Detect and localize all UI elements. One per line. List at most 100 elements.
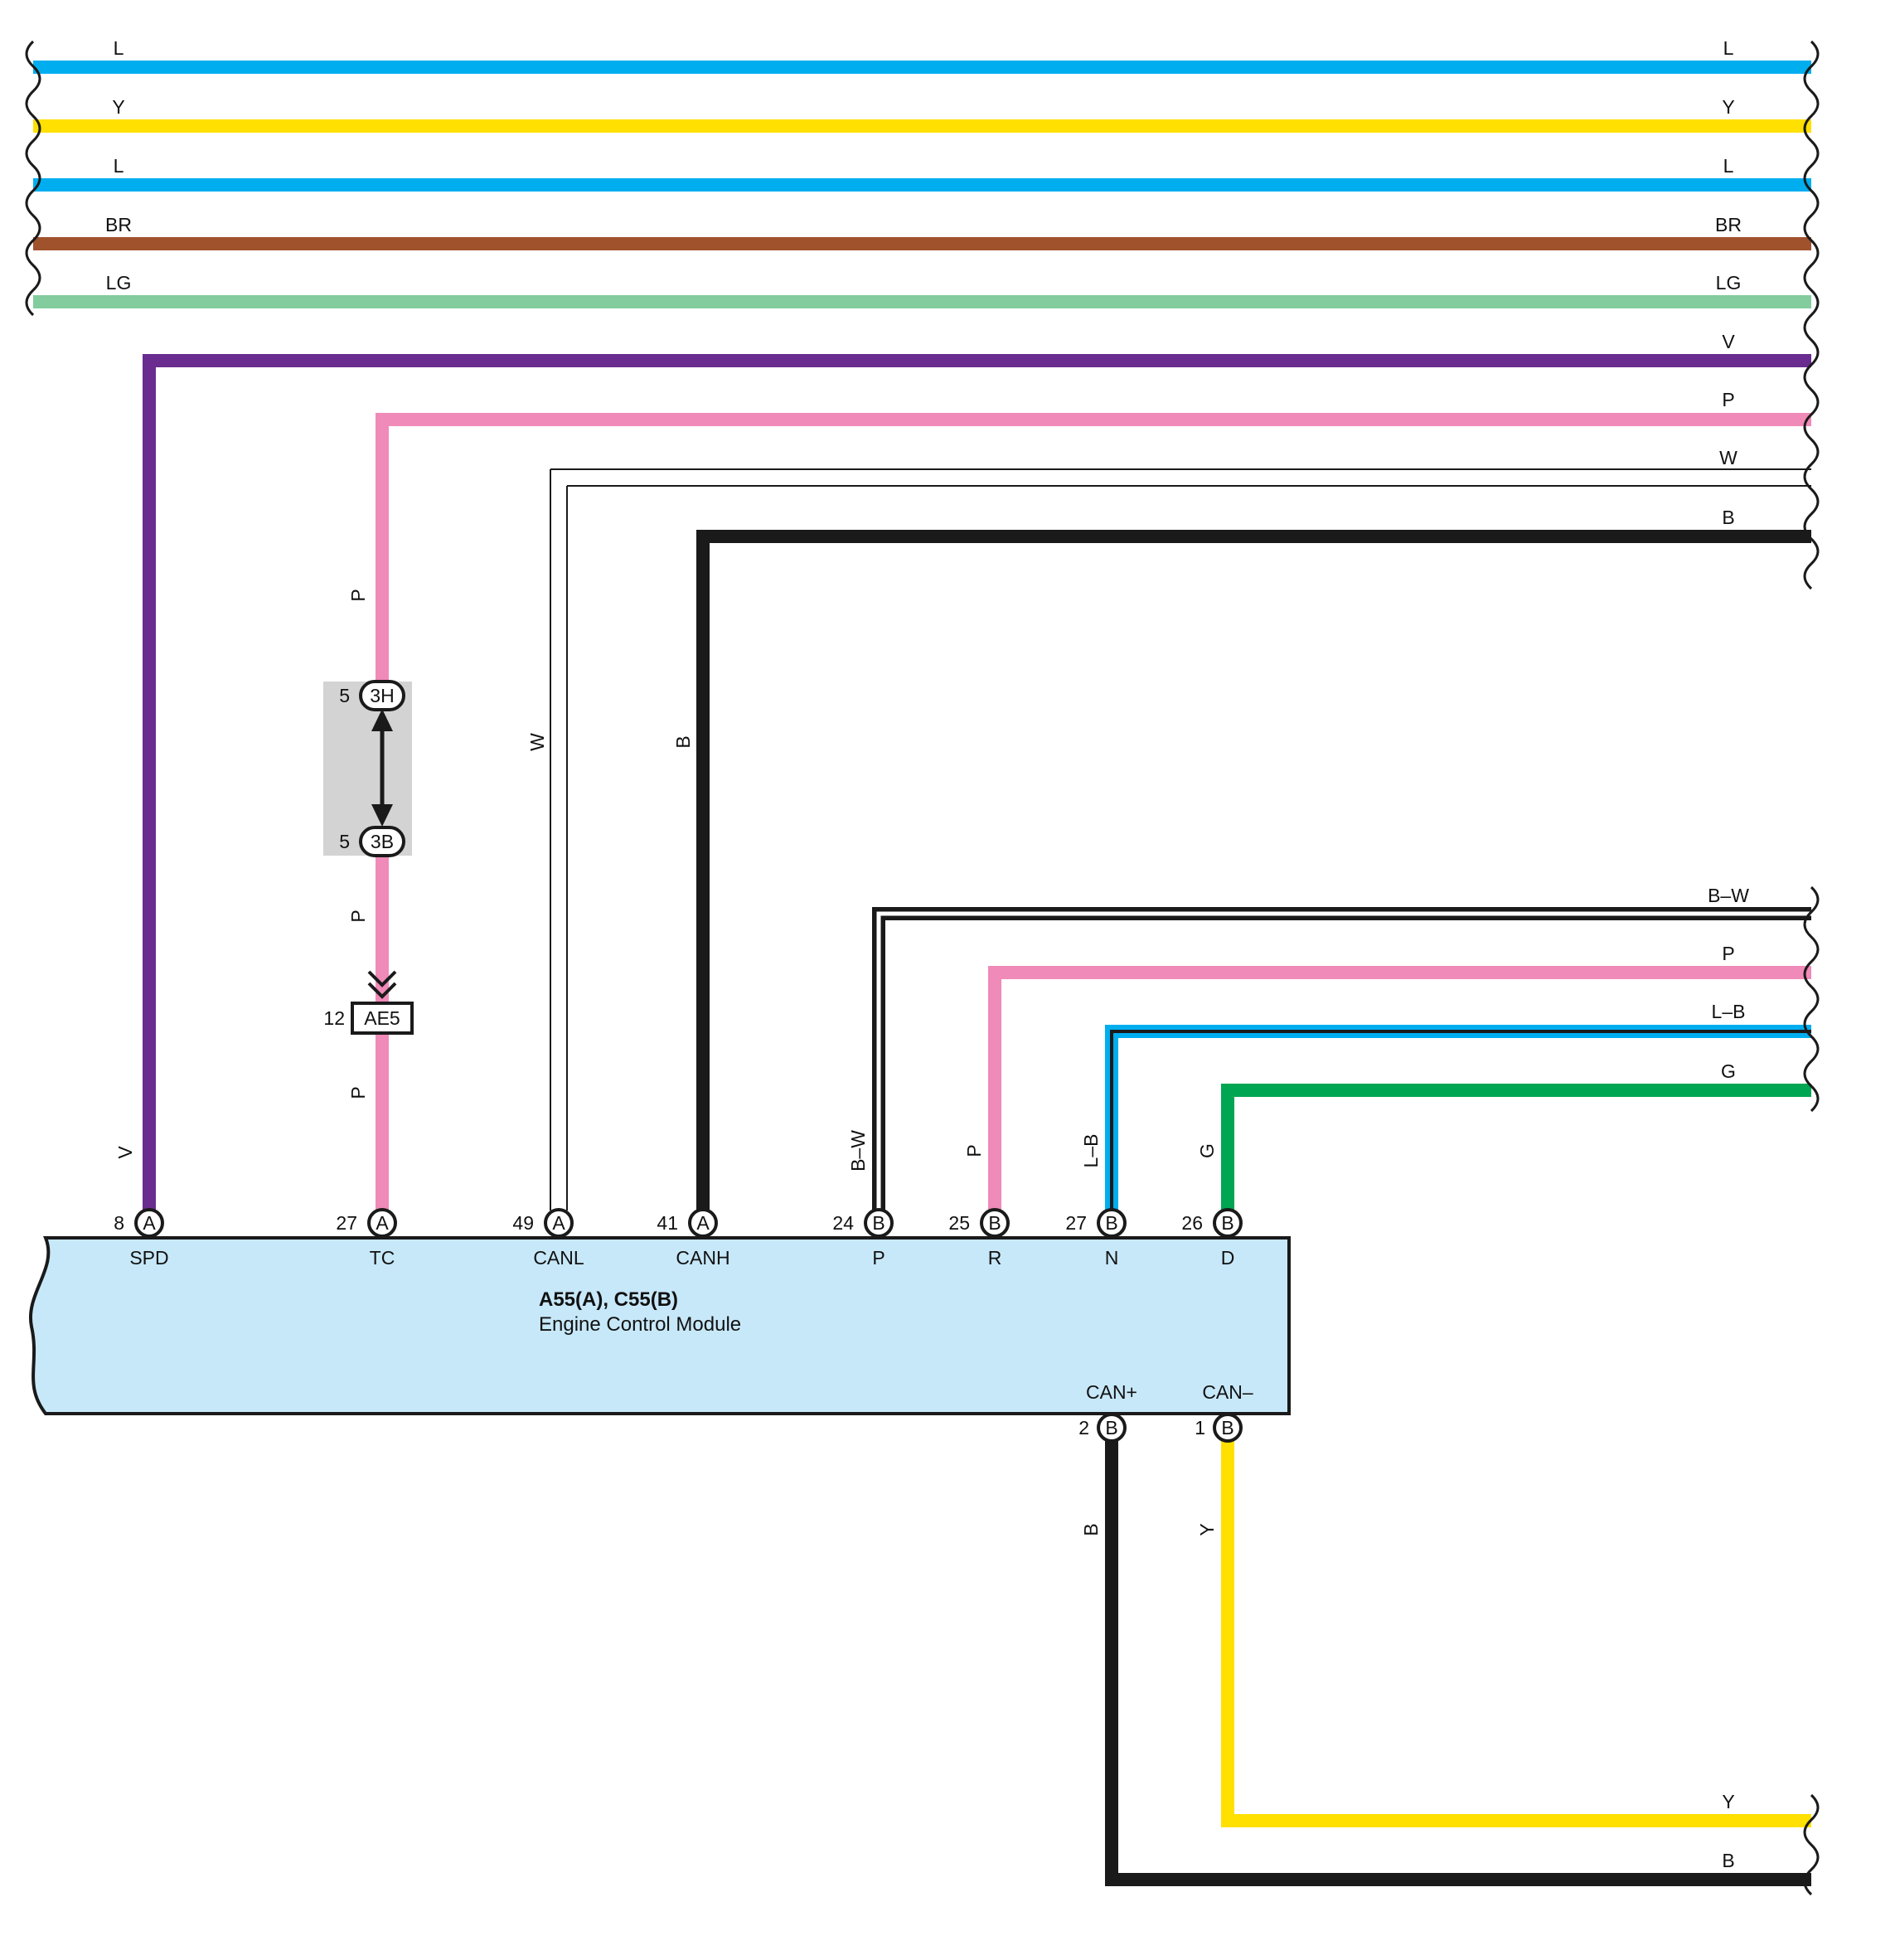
- junction-connector: 3H 5 3B 5: [323, 680, 412, 857]
- right-break-mark-top: [1803, 40, 1820, 590]
- wire-can-plus-b: [1105, 1426, 1811, 1886]
- wire-spd-right-label: V: [1722, 331, 1735, 352]
- module-top-pins: A 8 SPD A 27 TC A 49 CANL A 41 CANH B 24…: [114, 1208, 1243, 1269]
- pin-spd-number: 8: [114, 1212, 124, 1234]
- top-wire-3-left-label: L: [114, 155, 124, 177]
- wire-p-bw-stripe: [876, 911, 1811, 1210]
- junction-connector-box: [323, 682, 412, 856]
- pin-spd-circle: [134, 1208, 164, 1238]
- pin-r-connector: B: [988, 1212, 1001, 1234]
- pin-canl-number: 49: [512, 1212, 534, 1234]
- junction-top-pin-number: 5: [339, 685, 350, 706]
- junction-arrow-up: [371, 709, 393, 731]
- junction-bottom-pin: [359, 826, 405, 857]
- pin-canl-name: CANL: [533, 1247, 584, 1269]
- wire-spd-v: [143, 354, 1811, 1210]
- wire-d-vertical-label: G: [1196, 1143, 1218, 1158]
- pin-r-name: R: [988, 1247, 1002, 1269]
- top-wire-1-left-label: L: [114, 37, 124, 59]
- pin-p-name: P: [872, 1247, 884, 1269]
- module-title: A55(A), C55(B): [539, 1288, 678, 1311]
- module-subtitle: Engine Control Module: [539, 1313, 741, 1336]
- wire-spd-vertical-label: V: [114, 1146, 136, 1159]
- module-body: [28, 1236, 1291, 1415]
- engine-control-module: A55(A), C55(B) Engine Control Module: [28, 1236, 1291, 1415]
- junction-bottom-connector-label: 3B: [371, 831, 394, 852]
- inline-connector-pin-number: 12: [323, 1007, 345, 1029]
- pin-canh-number: 41: [657, 1212, 678, 1234]
- pin-tc-circle: [367, 1208, 397, 1238]
- junction-arrow-down: [371, 804, 393, 827]
- wire-d-right-label: G: [1721, 1060, 1736, 1082]
- break-marks: [25, 40, 1820, 1896]
- wire-tc-label-mid: P: [347, 910, 369, 922]
- pin-canh-connector: A: [696, 1212, 710, 1234]
- pin-canh-name: CANH: [676, 1247, 729, 1269]
- wire-can-minus-y: [1221, 1426, 1811, 1827]
- wire-n-right-label: L–B: [1712, 1001, 1746, 1022]
- pin-d-number: 26: [1181, 1212, 1203, 1234]
- wire-canh-vertical-label: B: [672, 735, 694, 748]
- wire-tc-right-label: P: [1722, 389, 1734, 410]
- right-break-mark-mid: [1803, 885, 1820, 1113]
- inline-connector-label: AE5: [364, 1007, 400, 1029]
- wire-can-plus-vertical-label: B: [1080, 1523, 1102, 1535]
- pin-tc-number: 27: [336, 1212, 357, 1234]
- pin-canh-circle: [688, 1208, 718, 1238]
- left-break-mark: [25, 40, 41, 317]
- wire-canh-right-label: B: [1722, 507, 1734, 528]
- pin-canl-circle: [544, 1208, 574, 1238]
- pin-tc-connector: A: [376, 1212, 389, 1234]
- wire-canl-right-label: W: [1719, 447, 1737, 468]
- wire-canl-vertical-label: W: [526, 733, 548, 751]
- top-wire-5-left-label: LG: [106, 272, 132, 294]
- pin-n-name: N: [1105, 1247, 1119, 1269]
- top-wire-1-right-label: L: [1723, 37, 1734, 59]
- right-break-mark-bottom: [1803, 1793, 1820, 1896]
- pin-n-connector: B: [1105, 1212, 1117, 1234]
- top-wire-3-right-label: L: [1723, 155, 1734, 177]
- wire-r-p: [988, 966, 1811, 1210]
- pin-can-minus-name: CAN–: [1202, 1381, 1253, 1403]
- wire-tc-p: [376, 413, 1811, 1210]
- wire-canh-b: [696, 530, 1811, 1210]
- wire-r-vertical-label: P: [963, 1144, 985, 1157]
- junction-top-pin: [359, 680, 405, 711]
- wire-tc-label-top: P: [347, 589, 369, 601]
- module-bottom-pins: CAN+ B 2 CAN– B 1: [1078, 1381, 1253, 1443]
- pin-can-minus-connector: B: [1221, 1417, 1233, 1438]
- top-wire-2-left-label: Y: [112, 96, 124, 118]
- top-wire-5-right-label: LG: [1716, 272, 1742, 294]
- pin-canl-connector: A: [552, 1212, 565, 1234]
- wire-can-minus-vertical-label: Y: [1196, 1523, 1218, 1535]
- wire-can-minus-right-label: Y: [1722, 1791, 1734, 1812]
- inline-connector-chevron-1: [367, 970, 397, 987]
- junction-bottom-pin-number: 5: [339, 831, 350, 852]
- pin-p-circle: [864, 1208, 894, 1238]
- wire-p-right-label: B–W: [1708, 885, 1749, 906]
- inline-connector-box: [351, 1002, 414, 1035]
- pin-p-connector: B: [872, 1212, 884, 1234]
- pin-d-connector: B: [1221, 1212, 1233, 1234]
- wire-tc-label-bottom: P: [347, 1086, 369, 1099]
- pin-r-number: 25: [948, 1212, 970, 1234]
- pin-spd-name: SPD: [129, 1247, 168, 1269]
- wire-p-bw: [872, 907, 1811, 1210]
- pin-n-number: 27: [1065, 1212, 1087, 1234]
- inline-connector-chevron-2: [367, 982, 397, 999]
- top-wire-group: L L Y Y L L BR BR LG LG: [33, 37, 1811, 308]
- pin-d-name: D: [1221, 1247, 1235, 1269]
- wire-n-vertical-label: L–B: [1080, 1134, 1102, 1168]
- top-wire-4-left-label: BR: [105, 214, 132, 235]
- pin-d-circle: [1213, 1208, 1243, 1238]
- pin-can-plus-circle: [1097, 1413, 1127, 1443]
- pin-can-minus-circle: [1213, 1413, 1243, 1443]
- wire-r-right-label: P: [1722, 943, 1734, 964]
- pin-p-number: 24: [832, 1212, 854, 1234]
- top-wire-4-right-label: BR: [1715, 214, 1742, 235]
- pin-tc-name: TC: [370, 1247, 395, 1269]
- wire-n-lb-stripe: [1110, 1030, 1811, 1210]
- pin-can-minus-number: 1: [1195, 1417, 1205, 1438]
- wire-n-lb: [1105, 1025, 1811, 1210]
- pin-spd-connector: A: [143, 1212, 156, 1234]
